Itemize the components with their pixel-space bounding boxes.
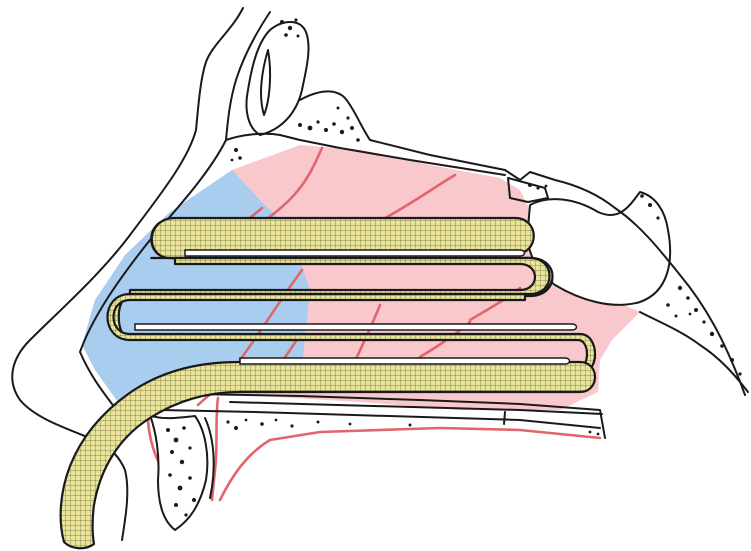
palate-bone xyxy=(150,415,207,530)
frontal-sinus xyxy=(247,22,309,135)
